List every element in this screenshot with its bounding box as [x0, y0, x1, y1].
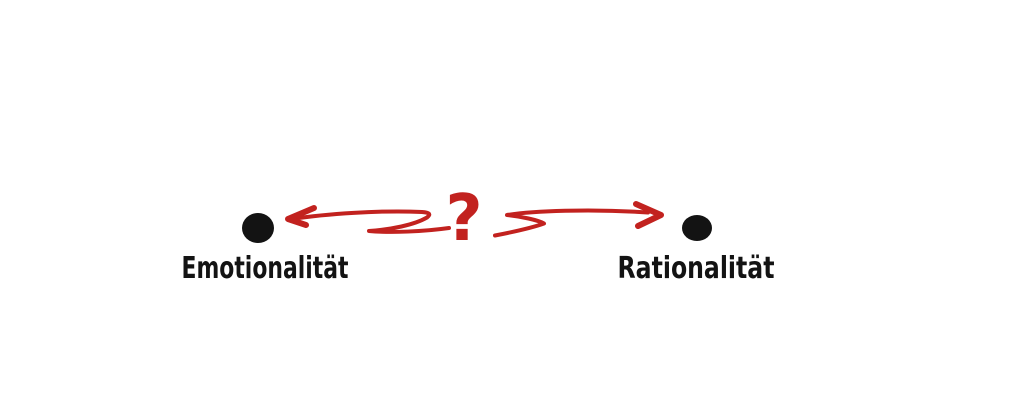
- emotion-node: Emotionalität: [182, 213, 349, 286]
- question-mark-label: ?: [445, 182, 482, 256]
- emotion-node-label: Emotionalität: [182, 251, 349, 286]
- rational-node-dot: [682, 215, 712, 241]
- arrow-left-icon: [285, 205, 451, 234]
- rational-node: Rationalität: [618, 215, 775, 286]
- rational-node-label: Rationalität: [618, 251, 775, 286]
- arrow-left-shaft: [290, 209, 451, 234]
- arrow-left-head: [285, 205, 317, 228]
- arrow-right-icon: [493, 201, 664, 238]
- emotion-node-dot: [242, 213, 274, 243]
- arrow-right-shaft: [493, 208, 650, 238]
- arrow-right-head: [633, 201, 664, 229]
